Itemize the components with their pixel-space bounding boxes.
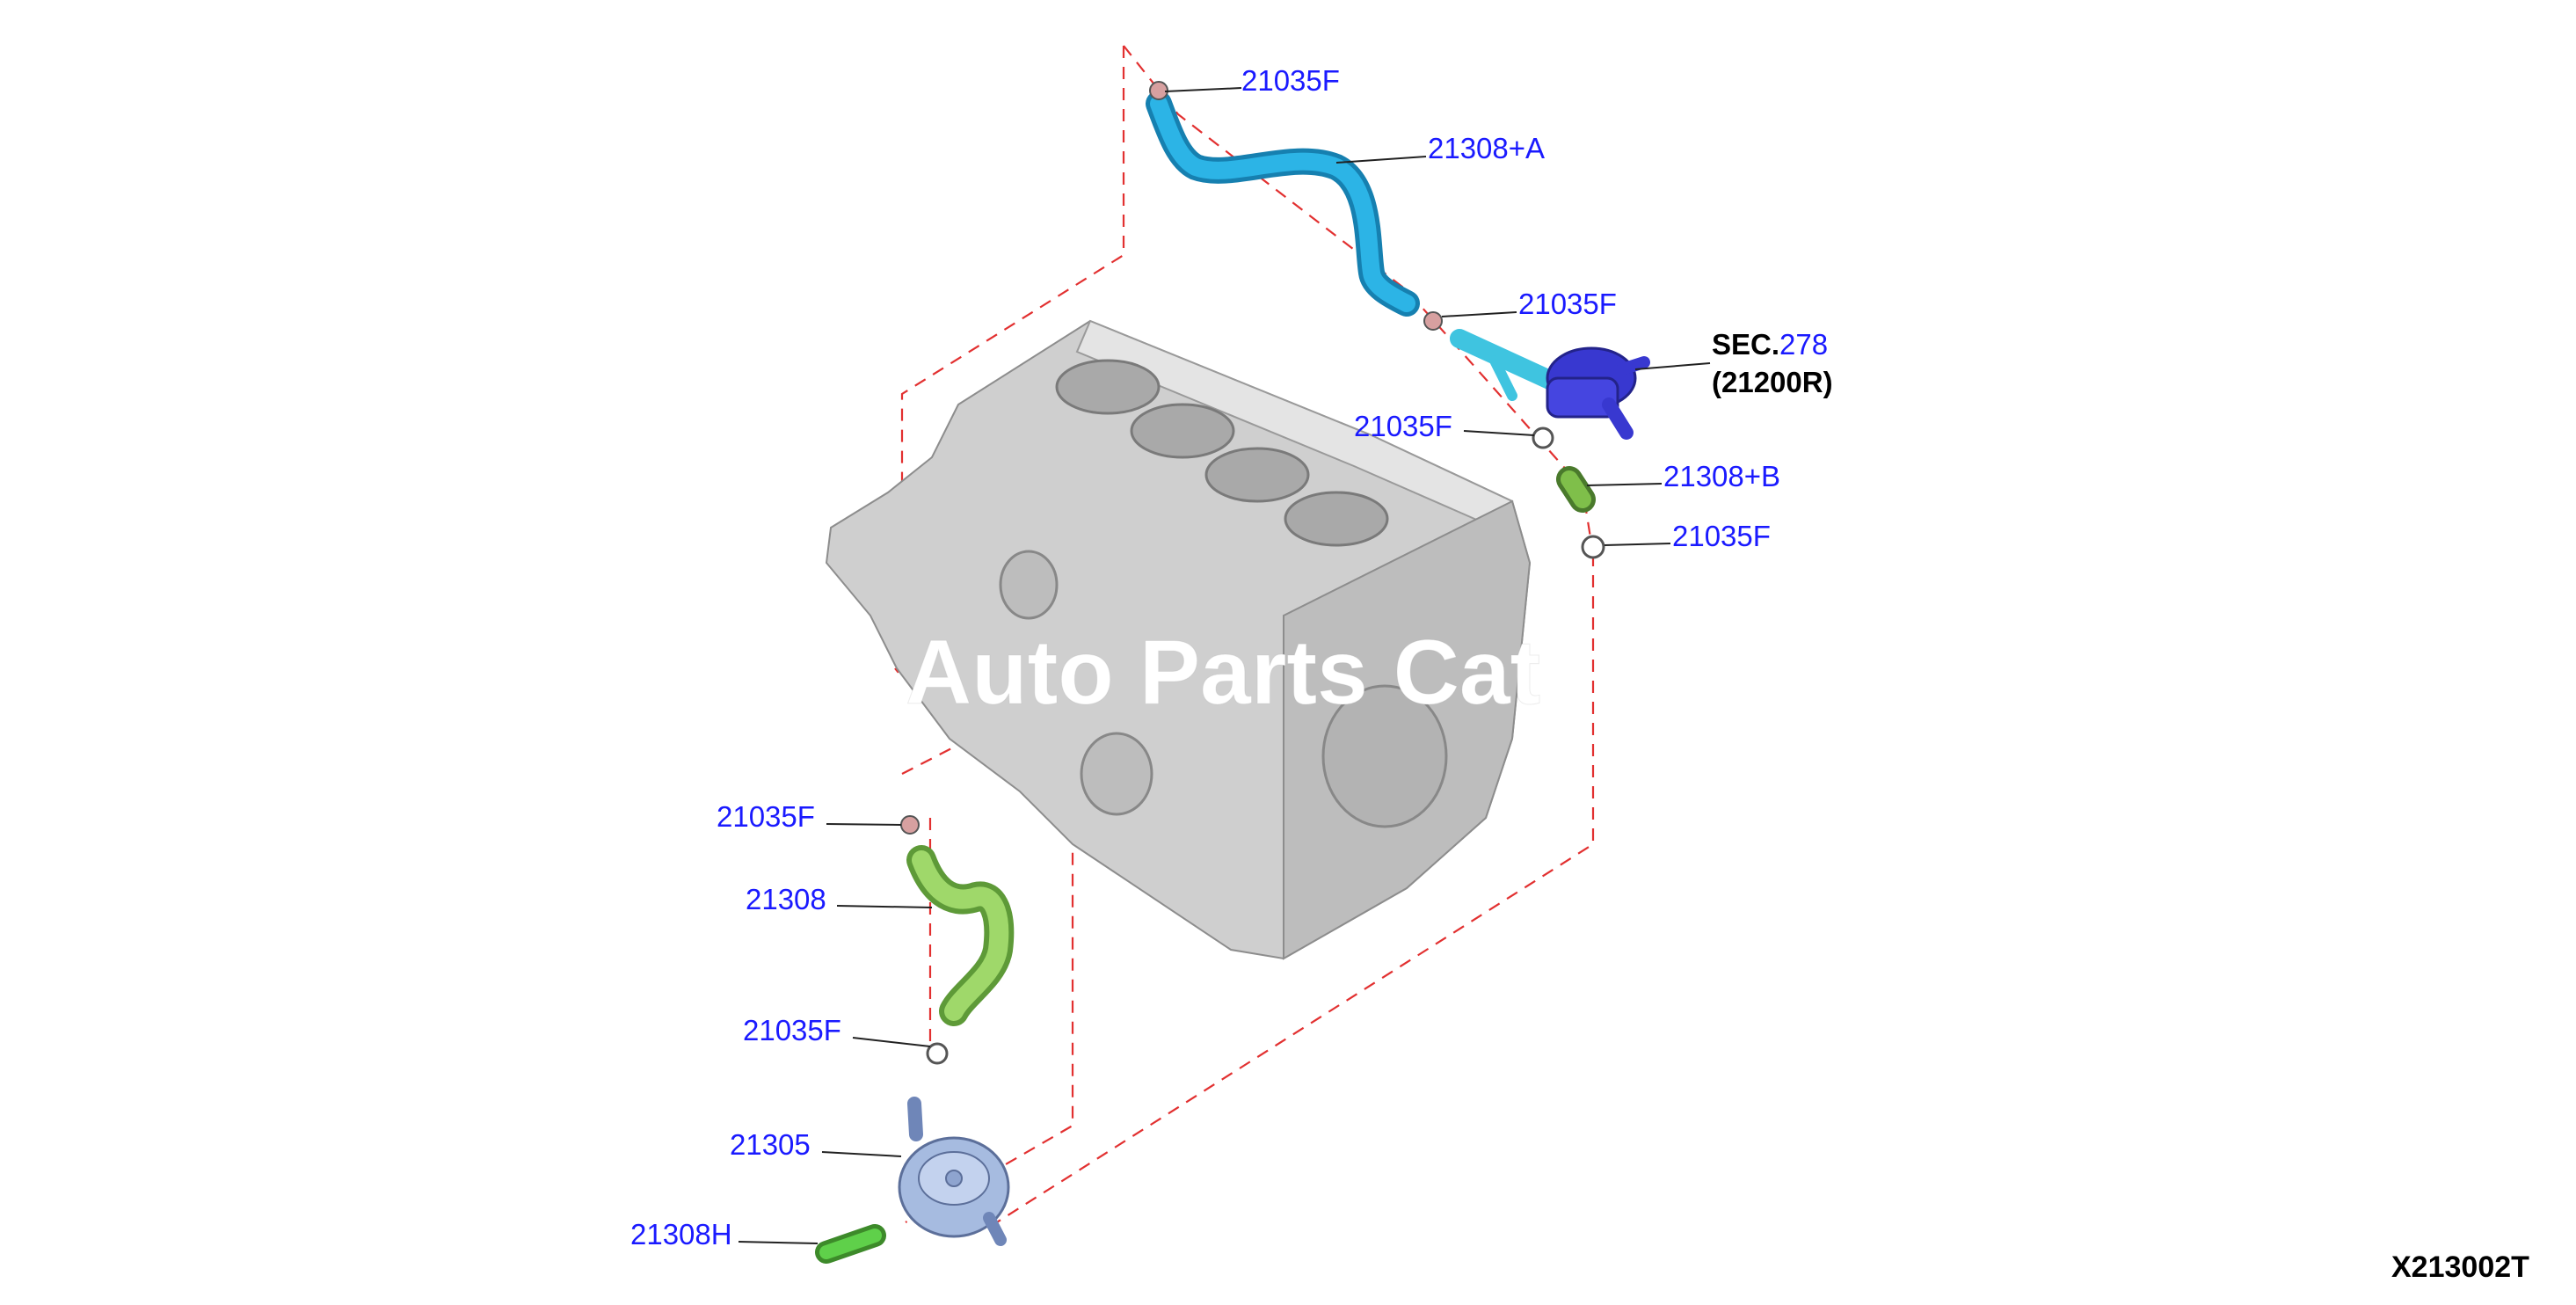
hose-h-part[interactable] [815,1224,886,1264]
callout-clamp-top[interactable]: 21035F [1241,64,1340,97]
callout-clamp-lower-right[interactable]: 21035F [1672,520,1771,552]
callout-hose[interactable]: 21308 [746,883,826,915]
water-outlet-part[interactable] [1450,329,1650,440]
callout-oil-cooler[interactable]: 21305 [730,1128,811,1161]
clamp-upper-right-part[interactable] [1423,311,1443,331]
watermark: Auto Parts Cat [906,622,1540,724]
clamp-left-upper-part[interactable] [900,815,920,835]
callout-hose-h[interactable]: 21308H [630,1218,732,1250]
section-reference[interactable]: SEC.278 [1712,328,1828,361]
callout-hose-b[interactable]: 21308+B [1663,460,1780,492]
clamp-mid-right-part[interactable] [1532,426,1554,449]
callout-hose-a[interactable]: 21308+A [1428,132,1545,164]
callout-clamp-left-upper[interactable]: 21035F [717,800,815,833]
section-part-number: (21200R) [1712,366,1833,398]
callout-clamp-upper-right[interactable]: 21035F [1518,288,1617,320]
oil-cooler-part[interactable] [898,1097,1010,1246]
clamp-left-lower-part[interactable] [926,1042,949,1065]
figure-code: X213002T [2391,1250,2529,1284]
clamp-lower-right-part[interactable] [1581,535,1605,559]
hose-a-part[interactable] [1146,91,1420,317]
callout-clamp-left-lower[interactable]: 21035F [743,1014,841,1046]
hose-part[interactable] [906,845,1015,1026]
section-number[interactable]: 278 [1779,328,1828,361]
engine-block [825,319,1532,960]
section-prefix: SEC. [1712,328,1779,361]
leader-lines [738,87,1711,1244]
hose-b-part[interactable] [1556,466,1596,513]
callout-clamp-mid-right[interactable]: 21035F [1354,410,1452,442]
